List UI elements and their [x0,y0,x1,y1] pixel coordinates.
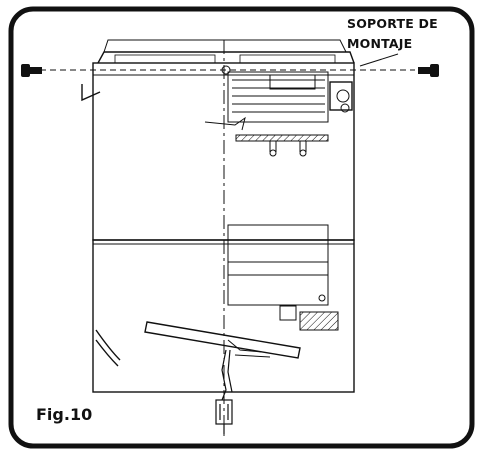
left-screw-icon [21,64,42,77]
mounting-bracket-label-line1: SOPORTE DE [347,16,438,31]
outer-border [8,6,475,449]
upper-mechanism [204,65,353,157]
right-screw-icon [418,64,439,77]
leader-line [359,53,399,67]
tilted-plate [144,321,301,359]
figure-label: Fig.10 [36,405,93,424]
mounting-bracket-label-line2: MONTAJE [347,36,413,51]
